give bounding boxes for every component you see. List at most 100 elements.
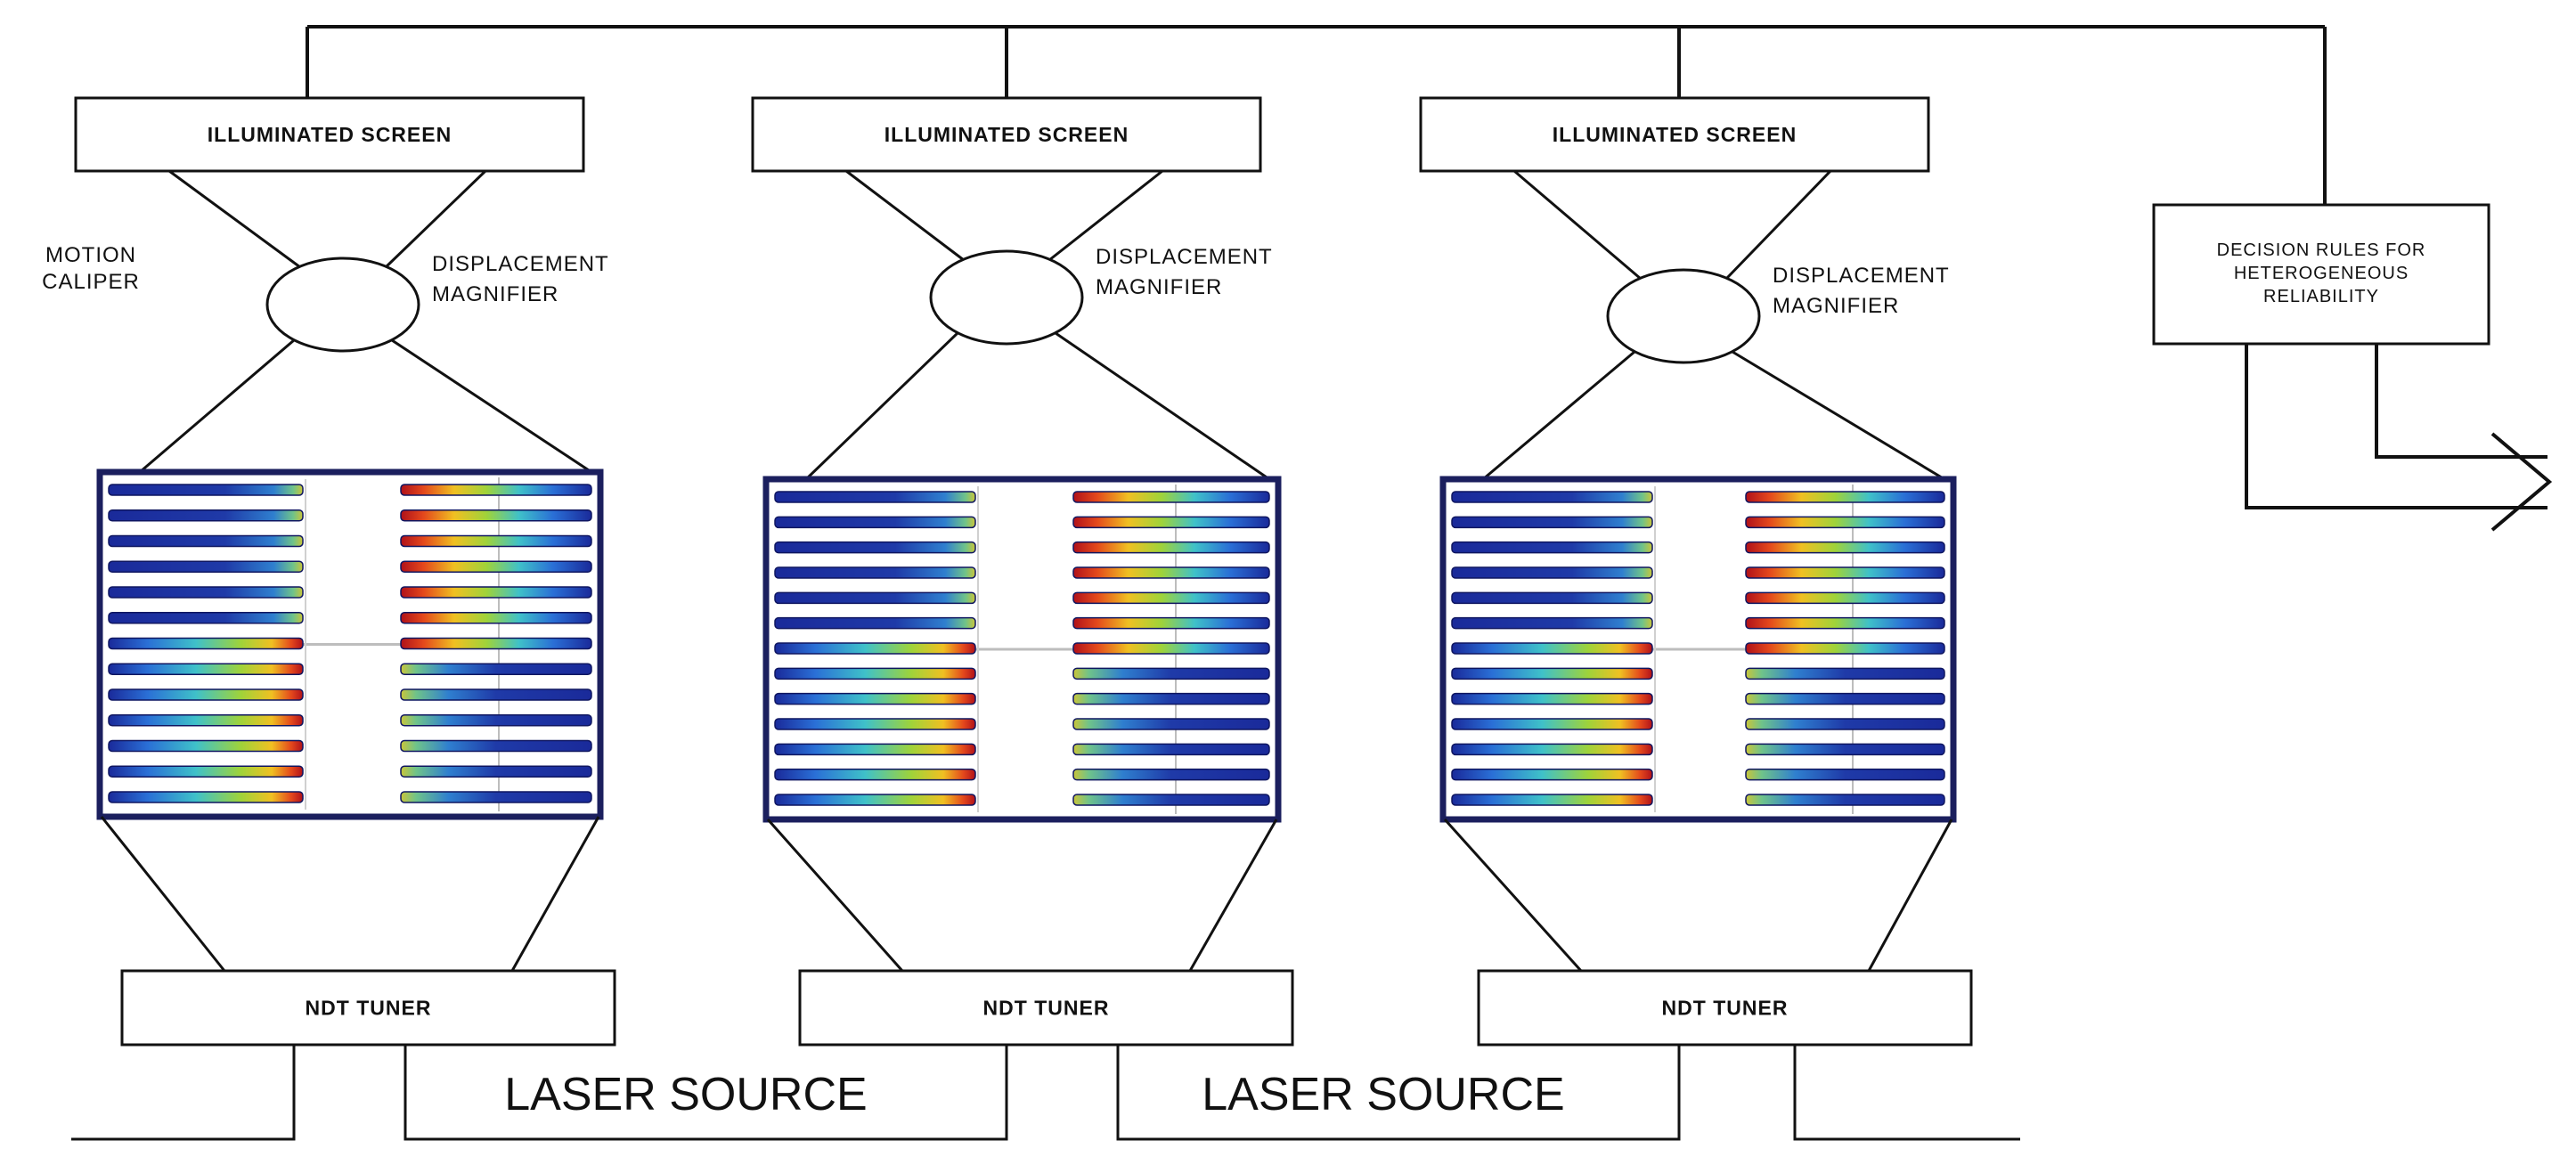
left-heat-bar [108,663,304,675]
left-heat-bar [774,794,976,806]
left-heat-bar [774,616,976,630]
left-heat-bar [1451,616,1653,630]
heatmap-panel [96,468,604,820]
right-heat-bar [400,688,592,701]
left-heat-bar [774,667,976,680]
left-heat-bar [774,566,976,579]
right-heat-bar [400,637,592,650]
right-heat-bar [1072,491,1270,503]
left-heat-bar [1451,516,1653,529]
output-arrow-icon [2490,432,2553,532]
right-heat-bar [1072,768,1270,781]
laser-source-lines [71,1045,2020,1141]
right-heat-bar [400,714,592,727]
right-heat-bar [1072,718,1270,730]
ndt-tuner-label: NDT TUNER [1662,997,1789,1020]
illuminated-screen-box [1419,96,1930,173]
magnifier-label-line-1: DISPLACEMENT [1773,264,1950,288]
left-heat-bar [1451,794,1653,806]
laser-source-label-2: LASER SOURCE [1202,1069,1564,1120]
left-heat-bar [1451,541,1653,554]
right-heat-bar [1072,591,1270,605]
ndt-tuner-label: NDT TUNER [306,997,432,1020]
right-heat-bar [400,739,592,753]
right-heat-bar [400,586,592,599]
right-heat-bar [1072,743,1270,756]
left-heat-bar [108,612,304,624]
magnifier-label-line-1: DISPLACEMENT [1096,245,1273,269]
decision-rules-box: DECISION RULES FOR HETEROGENEOUS RELIABI… [2152,203,2490,346]
left-heat-bar [108,688,304,701]
left-heat-bar [774,491,976,503]
right-heat-bar [400,791,592,803]
left-heat-bar [1451,718,1653,730]
right-heat-bar [1745,768,1945,781]
left-heat-bar [774,743,976,756]
left-heat-bar [1451,743,1653,756]
decision-output-lines [2245,344,2553,532]
ndt-tuner-label: NDT TUNER [983,997,1110,1020]
left-heat-bar [108,484,304,496]
left-heat-bar [774,516,976,529]
right-heat-bar [1745,743,1945,756]
sensor-module-1: ILLUMINATED SCREEN DISPLACEMENT MAGNIFIER M… [42,96,616,1047]
left-heat-bar [108,534,304,548]
left-heat-bar [1451,491,1653,503]
right-heat-bar [1745,642,1945,655]
right-heat-bar [1072,516,1270,529]
left-heat-bar [1451,591,1653,605]
illuminated-screen-box [751,96,1262,173]
right-heat-bar [400,484,592,496]
right-heat-bar [1072,794,1270,806]
decision-line-3: RELIABILITY [2263,287,2379,306]
heatmap-panel [1439,476,1957,823]
left-heat-bar [108,637,304,650]
illuminated-screen-label: ILLUMINATED SCREEN [208,123,452,146]
sensor-module-2: ILLUMINATED SCREENDISPLACEMENTMAGNIFIERN… [751,96,1294,1047]
right-heat-bar [1745,692,1945,705]
right-heat-bar [400,663,592,675]
right-heat-bar [1072,541,1270,554]
modules: ILLUMINATED SCREEN DISPLACEMENT MAGNIFIER M… [42,96,1973,1047]
motion-caliper-label-line-2: CALIPER [42,270,140,294]
left-heat-bar [774,768,976,781]
displacement-magnifier-icon [1606,268,1761,364]
left-heat-bar [1451,667,1653,680]
left-heat-bar [774,642,976,655]
displacement-magnifier-icon [929,249,1084,346]
right-heat-bar [400,560,592,573]
right-heat-bar [1745,541,1945,554]
right-heat-bar [400,612,592,624]
right-heat-bar [1745,667,1945,680]
decision-line-2: HETEROGENEOUS [2234,264,2409,283]
illuminated-screen-label: ILLUMINATED SCREEN [1553,123,1797,146]
heatmap-panel [762,476,1282,823]
ndt-tuner-box [120,969,616,1047]
right-heat-bar [400,534,592,548]
left-heat-bar [108,765,304,778]
right-heat-bar [400,765,592,778]
right-heat-bar [1745,794,1945,806]
decision-line-1: DECISION RULES FOR [2217,240,2426,260]
sensor-module-3: ILLUMINATED SCREENDISPLACEMENTMAGNIFIERN… [1419,96,1973,1047]
illuminated-screen-box [74,96,585,173]
right-heat-bar [1072,566,1270,579]
left-heat-bar [108,714,304,727]
left-heat-bar [774,591,976,605]
illuminated-screen-label: ILLUMINATED SCREEN [884,123,1129,146]
right-heat-bar [1745,591,1945,605]
right-heat-bar [1745,566,1945,579]
left-heat-bar [1451,566,1653,579]
right-heat-bar [1072,616,1270,630]
magnifier-label-line-1: DISPLACEMENT [432,252,609,276]
left-heat-bar [108,586,304,599]
displacement-magnifier-icon [265,257,420,353]
left-heat-bar [774,541,976,554]
motion-caliper-label-line-1: MOTION [45,243,136,267]
right-heat-bar [1745,516,1945,529]
right-heat-bar [1745,718,1945,730]
magnifier-label-line-2: MAGNIFIER [432,282,558,306]
left-heat-bar [108,791,304,803]
ndt-tuner-box [798,969,1294,1047]
laser-source-label-1: LASER SOURCE [504,1069,867,1120]
